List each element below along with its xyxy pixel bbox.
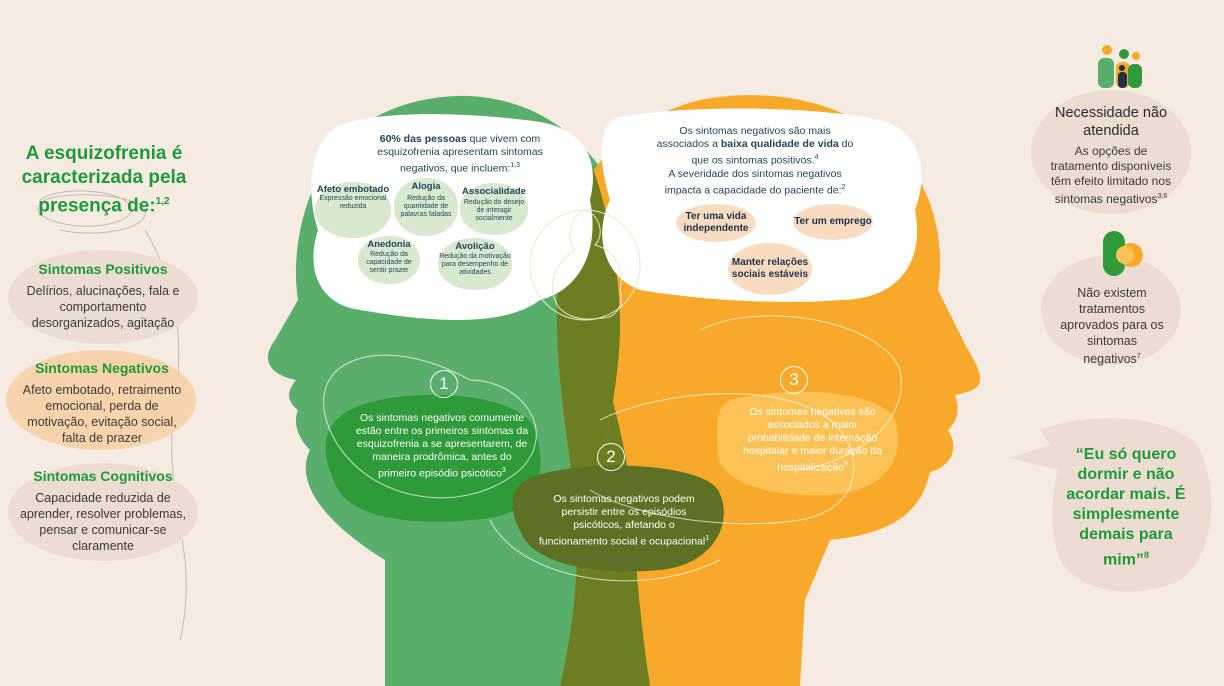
people-icon — [1098, 45, 1142, 88]
symptom-anedonia: Anedonia Redução da capacidade de sentir… — [358, 236, 420, 284]
number-badge: 2 — [597, 443, 625, 471]
need-text: As opções de tratamento disponíveis têm … — [1050, 144, 1172, 206]
capacity-relacoes: Manter relações sociais estáveis — [728, 243, 812, 295]
blob-3 — [716, 391, 898, 496]
bubble-quote — [1008, 418, 1212, 592]
symptom-alogia: Alogia Redução da quantidade de palavras… — [394, 178, 458, 236]
bubble-negative — [6, 350, 196, 450]
category-text: Afeto embotado, retraimento emocional, p… — [22, 383, 182, 445]
symptom-afeto: Afeto embotado Expressão emocional reduz… — [315, 182, 391, 238]
bubble-no-treat — [1041, 255, 1181, 365]
page-title: A esquizofrenia é caracterizada pela pre… — [21, 143, 187, 217]
pill-icon — [1103, 231, 1143, 276]
capacity-emprego: Ter um emprego — [793, 204, 873, 240]
bubble-positive — [8, 250, 198, 344]
right-thought-cloud — [601, 108, 922, 302]
capacity-vida: Ter uma vida independente — [676, 204, 756, 242]
symptom-avolicao: Avolição Redução da motivação para desem… — [438, 238, 512, 290]
right-intro: Os sintomas negativos são mais associado… — [656, 125, 854, 196]
bubble-need — [1031, 90, 1191, 214]
left-intro: 60% das pessoas que vivem com esquizofre… — [377, 133, 543, 175]
symptom-associalidade: Associalidade Redução do desejo de inter… — [460, 183, 528, 235]
category-text: Delírios, alucinações, fala e comportame… — [26, 284, 180, 330]
category-heading: Sintomas Positivos — [38, 261, 168, 277]
need-box: Necessidade não atendida As opções de tr… — [1050, 104, 1172, 207]
point-1-text: Os sintomas negativos comumente estão en… — [355, 412, 529, 480]
category-text: Capacidade reduzida de aprender, resolve… — [19, 491, 187, 553]
point-2-text: Os sintomas negativos podem persistir en… — [538, 493, 710, 548]
bubble-cognitive — [8, 463, 198, 561]
category-heading: Sintomas Cognitivos — [33, 468, 173, 484]
number-badge: 1 — [430, 370, 458, 398]
number-badge: 3 — [780, 366, 808, 394]
blob-2 — [512, 465, 724, 572]
need-title: Necessidade não atendida — [1054, 105, 1168, 139]
category-cognitive: Sintomas Cognitivos Capacidade reduzida … — [18, 468, 188, 554]
category-positive: Sintomas Positivos Delírios, alucinações… — [18, 261, 188, 331]
no-treatment-box: Não existem tratamentos aprovados para o… — [1060, 286, 1164, 367]
point-3-text: Os sintomas negativos são associados a m… — [743, 406, 882, 474]
category-negative: Sintomas Negativos Afeto embotado, retra… — [16, 360, 188, 446]
patient-quote: “Eu só quero dormir e não acordar mais. … — [1066, 446, 1186, 569]
category-heading: Sintomas Negativos — [35, 360, 169, 376]
